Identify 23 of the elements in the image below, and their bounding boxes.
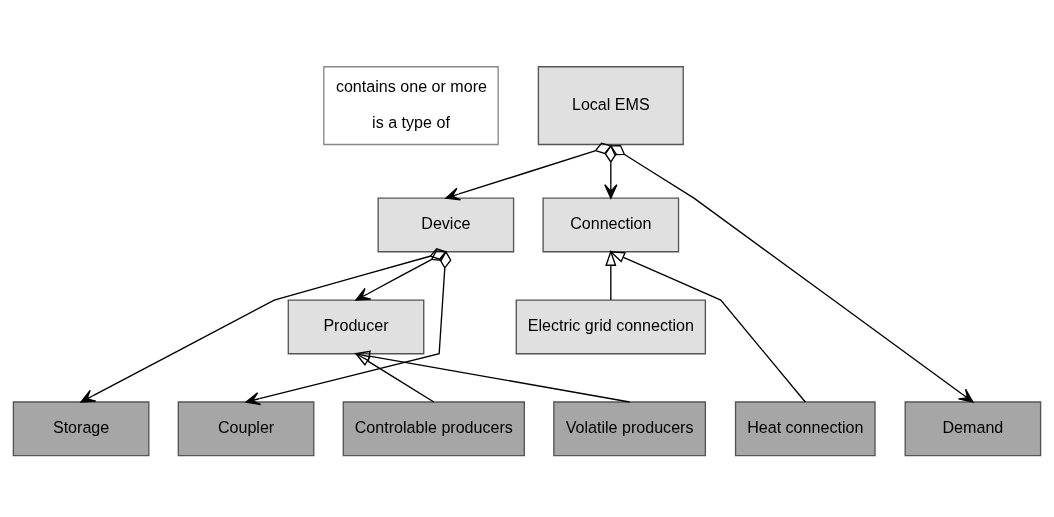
arrow [608, 250, 806, 403]
node-box: Volatile producers [553, 401, 707, 457]
node-box: Local EMS [537, 66, 684, 146]
arrow [609, 144, 974, 403]
arrow [355, 250, 447, 301]
node-box: Demand [904, 401, 1042, 457]
legend-label: contains one or more [335, 76, 487, 95]
arrow [604, 144, 618, 199]
arrow [354, 352, 435, 403]
node-box: Connection [542, 197, 680, 253]
arrow [605, 249, 617, 301]
node-box: Heat connection [734, 401, 876, 457]
node-box: Device [377, 197, 515, 253]
node-box: Storage [12, 401, 150, 457]
arrow [445, 142, 612, 201]
legend-label: is a type of [372, 112, 450, 131]
arrow [245, 250, 452, 406]
node-box: Producer [287, 299, 425, 355]
node-box: Electric grid connection [515, 299, 707, 355]
arrow [80, 248, 448, 403]
node-box: Controlable producers [342, 401, 525, 457]
arrow [354, 350, 631, 403]
node-box: Coupler [177, 401, 315, 457]
